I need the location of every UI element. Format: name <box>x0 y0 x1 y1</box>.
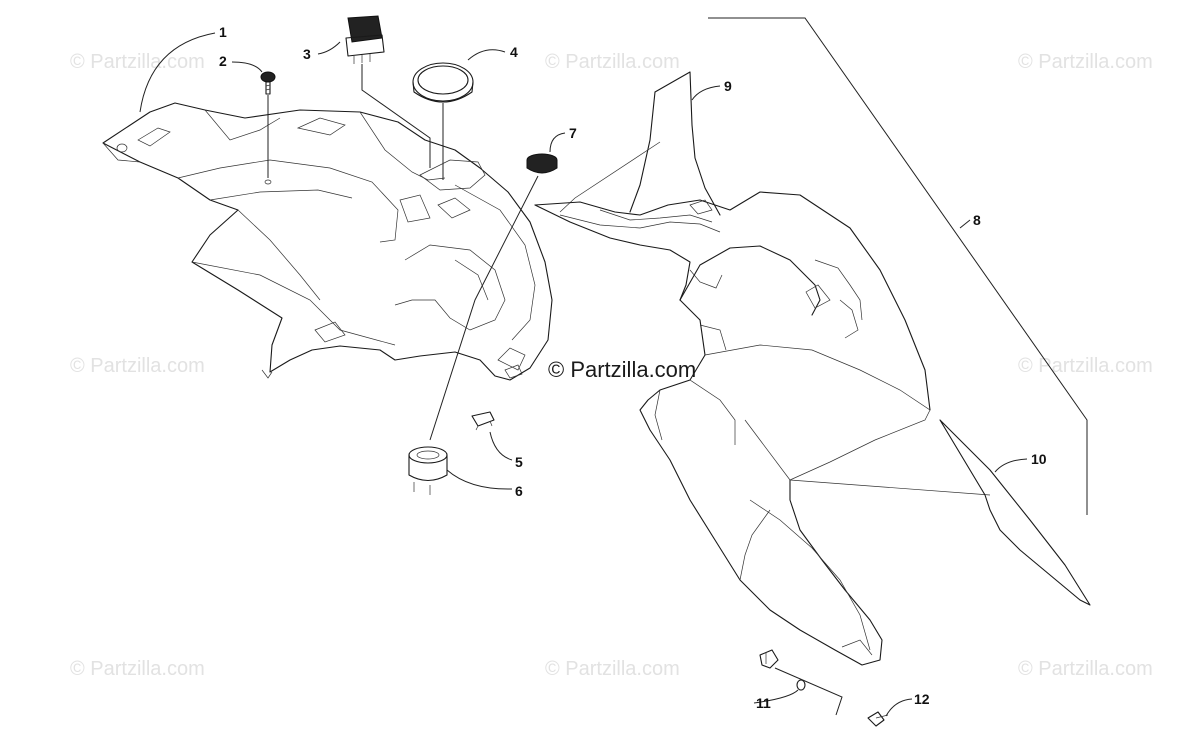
callout-labels: 1 2 3 4 5 6 7 8 9 10 11 12 <box>219 24 1047 711</box>
callout-1: 1 <box>219 24 227 40</box>
gauge-ring-4[interactable] <box>412 62 474 103</box>
watermark: © Partzilla.com <box>545 658 680 680</box>
fastener-12[interactable] <box>867 711 889 727</box>
callout-6: 6 <box>515 483 523 499</box>
watermark-center: © Partzilla.com <box>548 357 696 382</box>
dash-panel-left[interactable] <box>102 102 553 381</box>
watermark: © Partzilla.com <box>1018 658 1153 680</box>
callout-11: 11 <box>756 695 771 711</box>
bracket-line-8 <box>708 17 1088 515</box>
side-panel-right[interactable] <box>534 71 931 411</box>
latch-11[interactable] <box>759 649 806 691</box>
clip-5[interactable] <box>471 411 495 431</box>
watermark: © Partzilla.com <box>70 51 205 73</box>
lower-fairing-right[interactable] <box>639 299 991 666</box>
watermarks: © Partzilla.com © Partzilla.com © Partzi… <box>70 51 1153 680</box>
leader-3-switch <box>361 64 431 168</box>
rocker-switch-3[interactable] <box>345 15 385 64</box>
callout-leaders <box>139 32 1028 717</box>
watermark: © Partzilla.com <box>70 658 205 680</box>
ignition-switch-6[interactable] <box>408 446 448 495</box>
watermark: © Partzilla.com <box>1018 51 1153 73</box>
callout-4: 4 <box>510 44 518 60</box>
callout-9: 9 <box>724 78 732 94</box>
watermark: © Partzilla.com <box>545 51 680 73</box>
callout-10: 10 <box>1031 451 1047 467</box>
callout-2: 2 <box>219 53 227 69</box>
callout-12: 12 <box>914 691 930 707</box>
callout-3: 3 <box>303 46 311 62</box>
callout-5: 5 <box>515 454 523 470</box>
trim-panel-10[interactable] <box>939 419 1091 606</box>
callout-8: 8 <box>973 212 981 228</box>
screw-2[interactable] <box>260 71 276 95</box>
watermark: © Partzilla.com <box>1018 355 1153 377</box>
cap-7[interactable] <box>526 153 558 174</box>
watermark: © Partzilla.com <box>70 355 205 377</box>
callout-7: 7 <box>569 125 577 141</box>
leader-11-latch <box>774 667 843 716</box>
leader-7-cap <box>429 175 539 441</box>
